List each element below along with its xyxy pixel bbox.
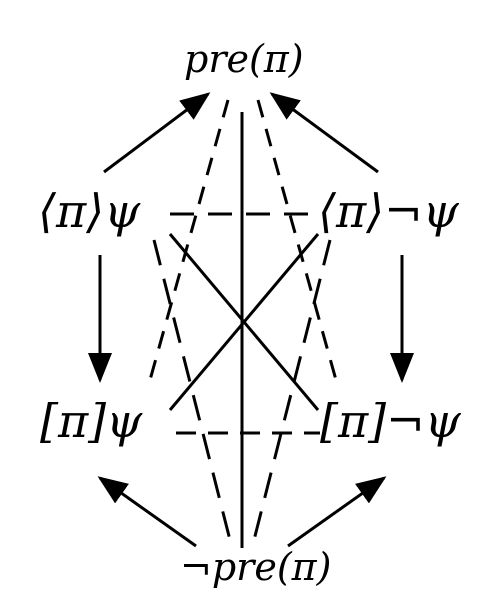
dashed-mid-left-to-bottom: [152, 239, 234, 549]
arrow-bottom-to-bottom-left: [97, 476, 197, 548]
arrow-mid-left-to-top: [103, 92, 211, 174]
node-pre-pi: pre(π): [184, 37, 304, 81]
node-box-pi-not-psi: [π]¬ψ: [320, 394, 461, 448]
line-mid-right-to-bottom-left: [168, 233, 320, 411]
node-diamond-pi-not-psi: ⟨π⟩¬ψ: [318, 184, 459, 238]
arrow-mid-right-to-top: [269, 92, 379, 174]
node-diamond-pi-psi: ⟨π⟩ψ: [38, 184, 141, 238]
node-not-pre-pi: ¬pre(π): [180, 545, 332, 589]
arrow-bottom-to-bottom-right: [287, 476, 387, 548]
dashed-top-to-bottom-left: [148, 99, 230, 381]
dashed-mid-right-to-bottom: [250, 239, 332, 549]
dashed-top-to-bottom-right: [256, 99, 338, 381]
node-box-pi-psi: [π]ψ: [40, 394, 143, 448]
